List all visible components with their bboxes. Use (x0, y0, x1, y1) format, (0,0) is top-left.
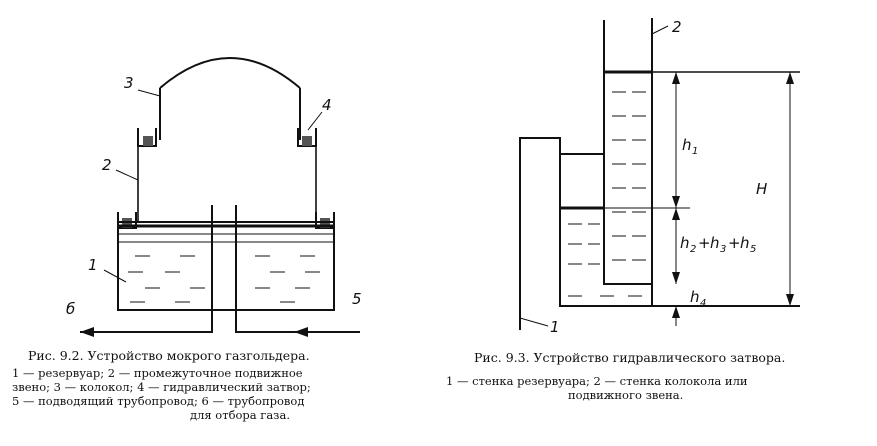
label-h3-sub: 3 (720, 244, 726, 255)
inner-container (559, 154, 800, 307)
inlet-arrow-5 (294, 327, 308, 337)
arrow-h2-top (672, 208, 680, 220)
label-3: 3 (124, 74, 134, 92)
leader-3 (137, 89, 161, 97)
reservoir-wall (519, 137, 652, 330)
arrow-h2-bottom (672, 272, 680, 284)
label-1: 1 (88, 256, 98, 274)
gasholder-labels: 3 4 2 1 5 б (66, 74, 362, 318)
label-h2-sub: 2 (690, 244, 696, 255)
arrow-h4 (672, 306, 680, 318)
leader-1 (103, 269, 127, 283)
bell-dome (159, 57, 301, 89)
label-h3: h (710, 234, 720, 252)
label-plus2: + (728, 234, 741, 252)
label-6: б (66, 300, 75, 318)
reservoir-tank (117, 221, 335, 311)
label-plus1: + (698, 234, 711, 252)
arrow-h1-bottom (672, 196, 680, 208)
left-caption-line-3: 5 — подводящий трубопровод; 6 — трубопро… (12, 394, 305, 408)
left-caption-line-4: для отбора газа. (190, 408, 290, 422)
leader-2 (115, 169, 139, 181)
arrow-H-top (786, 72, 794, 84)
leader-right-2 (651, 25, 669, 35)
left-caption-title: Рис. 9.2. Устройство мокрого газгольдера… (28, 348, 310, 363)
gasholder-diagram (80, 57, 360, 337)
left-caption-line-1: 1 — резервуар; 2 — промежуточное подвижн… (12, 366, 303, 380)
right-caption-line-1: 1 — стенка резервуара; 2 — стенка колоко… (446, 374, 748, 388)
reservoir-water-hatch-right (568, 223, 642, 297)
label-r2: 2 (672, 18, 682, 36)
right-caption-title: Рис. 9.3. Устройство гидравлического зат… (474, 350, 786, 365)
label-r1: 1 (550, 318, 560, 336)
bell-water-hatch (612, 91, 646, 261)
arrow-h1-top (672, 72, 680, 84)
reservoir-water-hatch (128, 255, 320, 303)
arrow-H-bottom (786, 294, 794, 306)
label-5: 5 (352, 290, 362, 308)
label-2: 2 (102, 156, 112, 174)
label-h1: h (682, 136, 692, 154)
upper-seal-right-fill (302, 136, 312, 146)
leader-4 (307, 111, 323, 131)
outlet-arrow-6 (80, 327, 94, 337)
leader-right-1 (519, 317, 549, 327)
left-caption-line-2: звено; 3 — колокол; 4 — гидравлический з… (12, 380, 311, 394)
label-4: 4 (322, 96, 332, 114)
label-h4: h (690, 288, 700, 306)
right-caption-line-2: подвижного звена. (568, 388, 684, 402)
label-h5: h (740, 234, 750, 252)
label-h5-sub: 5 (750, 244, 756, 255)
label-h1-sub: 1 (692, 146, 698, 157)
label-h4-sub: 4 (700, 298, 706, 309)
inlet-pipe-5 (235, 205, 360, 333)
hydraulic-seal-labels: 2 1 H h 1 h 2 + h 3 + h 5 h 4 (550, 18, 767, 336)
label-h2: h (680, 234, 690, 252)
upper-seal-left-fill (143, 136, 153, 146)
outlet-pipe-6 (80, 205, 213, 333)
hydraulic-seal-diagram (519, 18, 800, 330)
label-H: H (756, 180, 767, 198)
